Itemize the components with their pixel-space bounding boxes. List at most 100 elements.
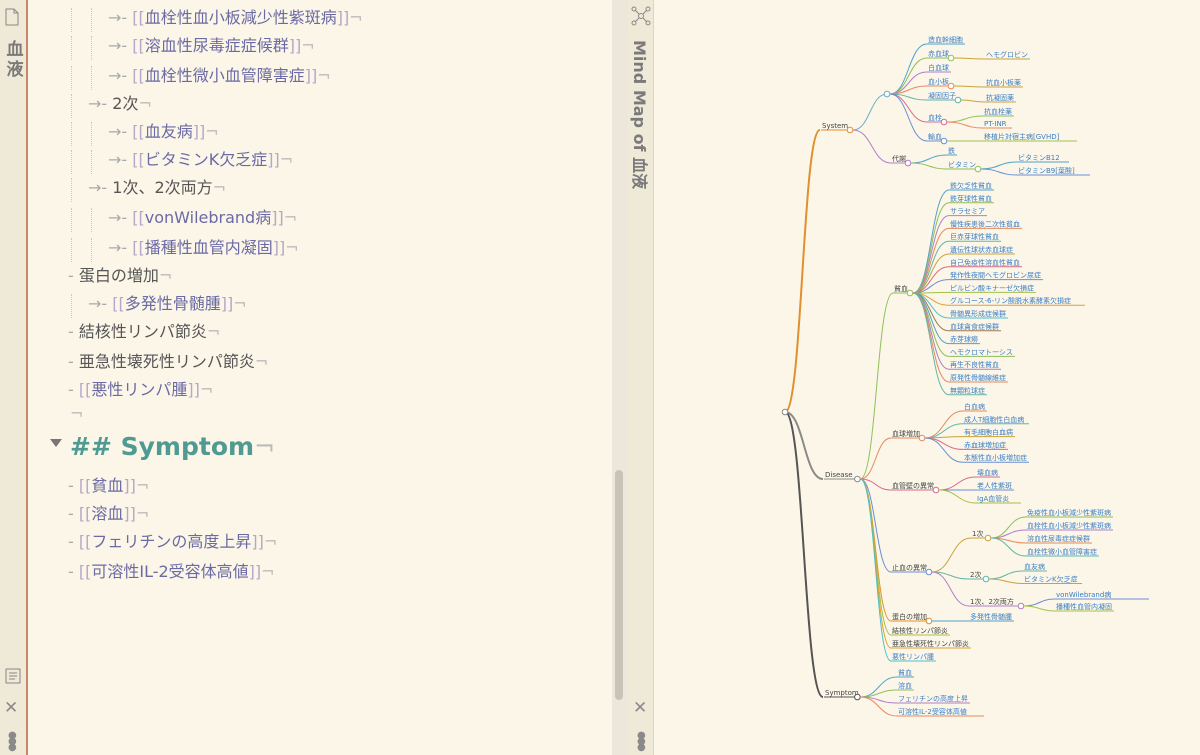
- mindmap-node-label[interactable]: ビタミン: [948, 160, 976, 169]
- mindmap-node-label[interactable]: 発作性夜間ヘモグロビン尿症: [950, 271, 1041, 280]
- mindmap-node-label[interactable]: ビタミンB9[葉酸]: [1018, 166, 1075, 175]
- wiki-link[interactable]: 可溶性IL-2受容体高値: [91, 562, 249, 581]
- wiki-link-line[interactable]: - [[貧血]]¬: [68, 476, 150, 495]
- mindmap-node-label[interactable]: 老人性紫斑: [977, 481, 1012, 490]
- mindmap-node-label[interactable]: 血栓: [928, 113, 942, 122]
- wiki-link-line[interactable]: →- [[播種性血管内凝固]]¬: [108, 238, 299, 257]
- mindmap-icon[interactable]: [631, 6, 651, 26]
- mindmap-node-label[interactable]: 有毛細胞白血病: [964, 428, 1013, 437]
- mindmap-node-label[interactable]: 播種性血管内凝固: [1056, 602, 1112, 611]
- mindmap-node-label[interactable]: サラセミア: [950, 208, 985, 216]
- mindmap-node-label[interactable]: 無顆粒球症: [950, 386, 985, 395]
- wiki-link[interactable]: 溶血: [91, 504, 124, 523]
- mindmap-node-label[interactable]: 抗凝固薬: [986, 93, 1014, 102]
- mindmap-node-label[interactable]: グルコース-6-リン酸脱水素酵素欠損症: [950, 296, 1071, 305]
- mindmap-node-label[interactable]: PT-INR: [984, 120, 1007, 128]
- mindmap-node-label[interactable]: 赤血球増加症: [964, 440, 1006, 449]
- mindmap-node-label[interactable]: ヘモクロマトーシス: [950, 348, 1013, 356]
- mindmap-node-label[interactable]: 遺伝性球状赤血球症: [950, 245, 1013, 254]
- mindmap-node-label[interactable]: 貧血: [898, 668, 912, 677]
- empty-line[interactable]: ¬: [70, 404, 84, 423]
- list-item[interactable]: - 亜急性壊死性リンパ節炎¬: [68, 352, 269, 371]
- wiki-link-line[interactable]: →- [[vonWilebrand病]]¬: [108, 208, 298, 227]
- list-item[interactable]: →- 1次、2次両方¬: [88, 178, 227, 197]
- mindmap-node-label[interactable]: 鉄欠乏性貧血: [950, 181, 992, 190]
- mindmap-node-label[interactable]: フェリチンの高度上昇: [898, 694, 968, 703]
- mindmap-node-label[interactable]: 血栓性微小血管障害症: [1027, 547, 1097, 556]
- more-icon[interactable]: ●●●: [637, 730, 646, 753]
- mindmap-node-label[interactable]: 血栓性血小板減少性紫斑病: [1027, 521, 1111, 530]
- section-heading[interactable]: ## Symptom¬: [50, 432, 275, 461]
- more-icon[interactable]: ●●●: [8, 730, 17, 753]
- wiki-link[interactable]: vonWilebrand病: [144, 208, 272, 227]
- mindmap-node-label[interactable]: 原発性骨髄線維症: [950, 373, 1006, 382]
- mindmap-node-label[interactable]: 赤芽球癆: [950, 335, 978, 344]
- mindmap-node-label[interactable]: 溶血性尿毒症症候群: [1027, 534, 1090, 543]
- wiki-link[interactable]: 血栓性微小血管障害症: [144, 66, 305, 85]
- mindmap-collapse-dot[interactable]: [846, 126, 854, 134]
- mindmap-node-label[interactable]: 移植片対宿主病[GVHD]: [984, 132, 1060, 141]
- mindmap-node-label[interactable]: 抗血栓薬: [984, 107, 1012, 116]
- mindmap-node-label[interactable]: 溶血: [898, 681, 912, 690]
- mindmap-node-label[interactable]: 血小板: [928, 77, 949, 86]
- wiki-link-line[interactable]: →- [[ビタミンK欠乏症]]¬: [108, 150, 294, 169]
- mindmap-node-label[interactable]: 赤血球: [928, 49, 949, 58]
- mindmap-node-label[interactable]: 再生不良性貧血: [950, 360, 999, 369]
- wiki-link-line[interactable]: - [[悪性リンパ腫]]¬: [68, 380, 214, 399]
- mindmap-node-label[interactable]: 壊血病: [977, 468, 998, 477]
- wiki-link[interactable]: 悪性リンパ腫: [91, 380, 188, 399]
- mindmap-collapse-dot[interactable]: [906, 289, 914, 297]
- mindmap-collapse-dot[interactable]: [1017, 602, 1025, 610]
- mindmap-node-label[interactable]: 鉄芽球性貧血: [950, 194, 992, 203]
- mindmap-node-label[interactable]: 血球貪食症候群: [950, 322, 999, 331]
- mindmap-collapse-dot[interactable]: [925, 568, 933, 576]
- mindmap-node-label[interactable]: 鉄: [948, 146, 955, 155]
- markdown-editor[interactable]: →- [[血栓性血小板減少性紫斑病]]¬ →- [[溶血性尿毒症症候群]]¬ →- …: [30, 0, 610, 755]
- wiki-link[interactable]: 血友病: [144, 122, 193, 141]
- mindmap-collapse-dot[interactable]: [984, 534, 992, 542]
- mindmap-node-label[interactable]: 白血球: [928, 63, 949, 72]
- wiki-link[interactable]: ビタミンK欠乏症: [144, 150, 268, 169]
- mindmap-collapse-dot[interactable]: [781, 408, 789, 416]
- fold-triangle-icon[interactable]: [50, 439, 62, 447]
- mindmap-collapse-dot[interactable]: [854, 475, 861, 483]
- mindmap-collapse-dot[interactable]: [925, 617, 933, 625]
- document-icon[interactable]: [5, 8, 19, 26]
- mindmap-node-label[interactable]: 巨赤芽球性貧血: [950, 232, 999, 241]
- mindmap-collapse-dot[interactable]: [954, 96, 962, 104]
- wiki-link[interactable]: 溶血性尿毒症症候群: [144, 36, 289, 55]
- wiki-link-line[interactable]: →- [[溶血性尿毒症症候群]]¬: [108, 36, 315, 55]
- mindmap-node-label[interactable]: ピルビン酸キナーゼ欠損症: [950, 283, 1034, 292]
- mindmap-node-label[interactable]: 造血幹細胞: [928, 35, 963, 44]
- mindmap-collapse-dot[interactable]: [904, 159, 912, 167]
- mindmap-collapse-dot[interactable]: [940, 118, 948, 126]
- mindmap-node-label[interactable]: 白血病: [964, 402, 985, 411]
- list-item[interactable]: →- 2次¬: [88, 94, 152, 113]
- mindmap-collapse-dot[interactable]: [883, 90, 891, 98]
- wiki-link-line[interactable]: →- [[血栓性微小血管障害症]]¬: [108, 66, 331, 85]
- wiki-link[interactable]: 多発性骨髄腫: [124, 294, 221, 313]
- wiki-link-line[interactable]: →- [[血友病]]¬: [108, 122, 219, 141]
- pane-splitter[interactable]: [612, 0, 628, 755]
- wiki-link-line[interactable]: - [[溶血]]¬: [68, 504, 150, 523]
- mindmap-node-label[interactable]: 悪性リンパ腫: [892, 652, 934, 661]
- mindmap-collapse-dot[interactable]: [932, 486, 940, 494]
- mindmap-node-label[interactable]: vonWilebrand病: [1056, 590, 1111, 599]
- wiki-link-line[interactable]: →- [[血栓性血小板減少性紫斑病]]¬: [108, 8, 363, 27]
- wiki-link-line[interactable]: →- [[多発性骨髄腫]]¬: [88, 294, 247, 313]
- mindmap-node-label[interactable]: 成人T細胞性白血病: [964, 415, 1024, 424]
- mindmap-node-label[interactable]: 免疫性血小板減少性紫斑病: [1027, 508, 1111, 517]
- mindmap-node-label[interactable]: 骨髄異形成症候群: [950, 309, 1006, 318]
- mindmap-collapse-dot[interactable]: [940, 137, 948, 145]
- mindmap-node-label[interactable]: ヘモグロビン: [986, 50, 1028, 59]
- mindmap-node-label[interactable]: 本態性血小板増加症: [964, 453, 1027, 462]
- mindmap-node-label[interactable]: 多発性骨髄腫: [970, 612, 1012, 621]
- mindmap-node-label[interactable]: 凝固因子: [928, 91, 956, 100]
- mindmap-node-label[interactable]: 血友病: [1024, 562, 1045, 571]
- wiki-link[interactable]: フェリチンの高度上昇: [91, 532, 252, 551]
- mindmap-collapse-dot[interactable]: [947, 82, 955, 90]
- mindmap-node-label[interactable]: 抗血小板薬: [986, 78, 1021, 87]
- wiki-link-line[interactable]: - [[フェリチンの高度上昇]]¬: [68, 532, 278, 551]
- mindmap-node-label[interactable]: 慢性疾患後二次性貧血: [950, 219, 1020, 228]
